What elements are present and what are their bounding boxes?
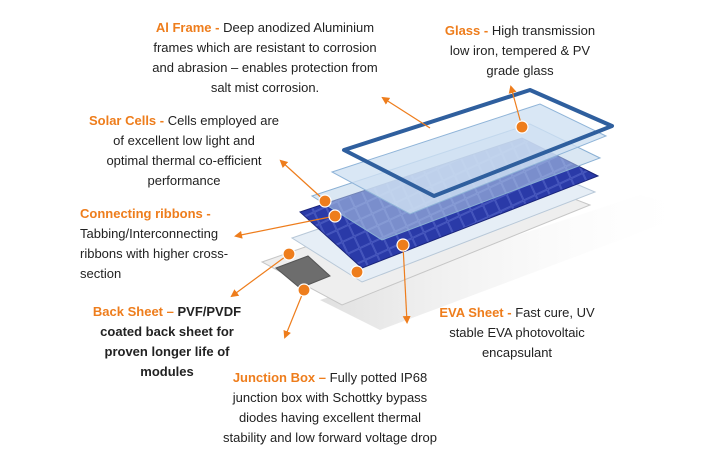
back-sheet-arrow	[230, 253, 290, 298]
glass-dot	[515, 120, 529, 134]
solar-cells-title: Solar Cells -	[88, 113, 165, 128]
glass-arrow	[508, 85, 523, 128]
junction-box-title: Junction Box –	[232, 370, 326, 385]
back-sheet-text-1: PVF/PVDF	[177, 304, 242, 319]
solar-cells-text-1: Cells employed are	[167, 113, 280, 128]
eva-sheet-line-1: EVA Sheet - Fast cure, UV	[412, 303, 622, 323]
eva-sheet-dot	[396, 238, 410, 252]
connecting-ribbons-line-1: Tabbing/Interconnecting	[80, 226, 219, 241]
glass-title: Glass -	[444, 23, 489, 38]
connecting-ribbons-arrow	[234, 215, 336, 239]
eva-sheet-line-2: stable EVA photovoltaic	[449, 325, 585, 340]
back-sheet-line-4: modules	[140, 364, 194, 379]
solar-cells-line-2: of excellent low light and	[113, 133, 255, 148]
eva-sheet-arrow	[402, 244, 411, 324]
al-frame-arrow	[381, 96, 431, 129]
glass-text-1: High transmission	[491, 23, 596, 38]
glass-layer	[330, 103, 608, 215]
solar-cells-line-1: Solar Cells - Cells employed are	[84, 111, 284, 131]
eva-sheet-label: EVA Sheet - Fast cure, UV stable EVA pho…	[412, 303, 622, 363]
junction-box-line-1: Junction Box – Fully potted IP68	[200, 368, 460, 388]
al-frame-line-2: frames which are resistant to corrosion	[153, 40, 377, 55]
back-sheet-title: Back Sheet –	[92, 304, 174, 319]
annotation-arrows	[230, 85, 523, 339]
junction-box-line-2: junction box with Schottky bypass	[232, 390, 428, 405]
solar-cells-dot	[318, 194, 332, 208]
glass-line-1: Glass - High transmission	[420, 21, 620, 41]
eva-sheet-title: EVA Sheet -	[439, 305, 512, 320]
connecting-ribbons-line-2: ribbons with higher cross-	[80, 246, 229, 261]
solar-cells-arrow	[279, 159, 326, 202]
junction-box-arrow	[283, 289, 305, 339]
connecting-ribbons-label: Connecting ribbons - Tabbing/Interconnec…	[80, 204, 255, 284]
back-sheet-line-3: proven longer life of	[104, 344, 230, 359]
glass-line-2: low iron, tempered & PV	[449, 43, 591, 58]
aluminium-frame	[342, 88, 614, 198]
al-frame-line-3: and abrasion – enables protection from	[152, 60, 378, 75]
junction-box-line-4: stability and low forward voltage drop	[223, 430, 437, 445]
eva-bottom-dot	[350, 265, 364, 279]
eva-sheet-text-1: Fast cure, UV	[515, 305, 595, 320]
al-frame-title: Al Frame -	[155, 20, 220, 35]
annotation-dots	[282, 120, 529, 297]
glass-label: Glass - High transmission low iron, temp…	[420, 21, 620, 81]
al-frame-line-1: Al Frame - Deep anodized Aluminium	[140, 18, 390, 38]
solar-cells-line-3: optimal thermal co-efficient	[106, 153, 262, 168]
connecting-ribbons-line-3: section	[80, 266, 122, 281]
junction-box-dot	[297, 283, 311, 297]
junction-box-text-1: Fully potted IP68	[329, 370, 428, 385]
al-frame-label: Al Frame - Deep anodized Aluminium frame…	[140, 18, 390, 98]
al-frame-text-1: Deep anodized Aluminium	[223, 20, 375, 35]
back-sheet-dot	[282, 247, 296, 261]
junction-box	[275, 255, 331, 289]
connecting-ribbons-title: Connecting ribbons -	[80, 206, 211, 221]
junction-box-line-3: diodes having excellent thermal	[238, 410, 422, 425]
back-sheet-line-1: Back Sheet – PVF/PVDF	[72, 302, 262, 322]
eva-sheet-line-3: encapsulant	[481, 345, 553, 360]
panel-shadow	[320, 195, 700, 330]
back-sheet-label: Back Sheet – PVF/PVDF coated back sheet …	[72, 302, 262, 382]
connecting-ribbons-dot	[328, 209, 342, 223]
solar-cells-line-4: performance	[147, 173, 221, 188]
junction-box-label: Junction Box – Fully potted IP68 junctio…	[200, 368, 460, 448]
back-sheet-line-2: coated back sheet for	[100, 324, 234, 339]
solar-cells-label: Solar Cells - Cells employed are of exce…	[84, 111, 284, 191]
glass-line-3: grade glass	[486, 63, 554, 78]
al-frame-line-4: salt mist corrosion.	[210, 80, 320, 95]
